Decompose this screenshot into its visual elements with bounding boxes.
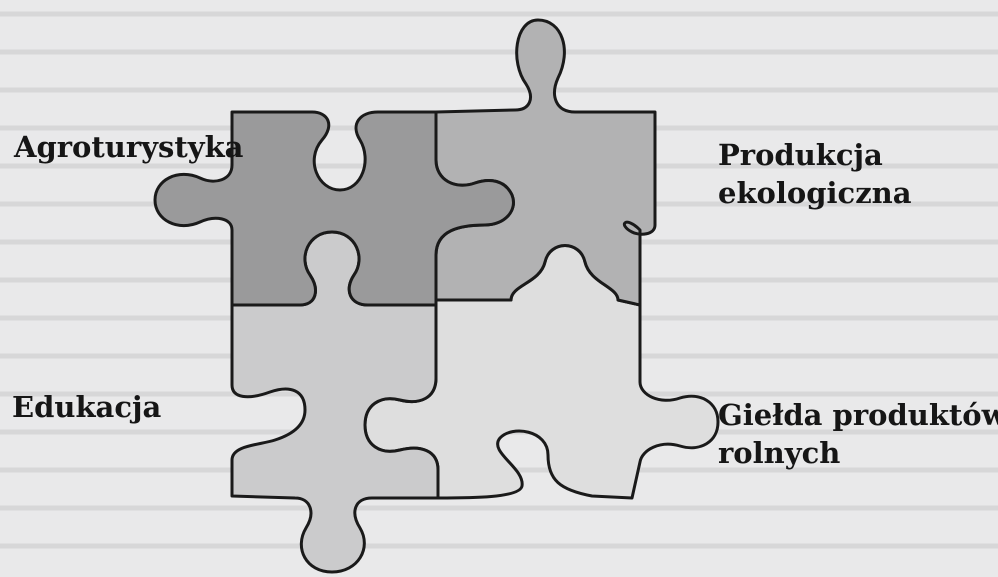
label-agroturystyka: Agroturystyka	[14, 128, 243, 166]
label-gielda-produktow-rolnych: Giełda produktów rolnych	[718, 396, 998, 472]
label-gielda-line-2: rolnych	[718, 436, 841, 470]
label-produkcja-ekologiczna: Produkcja ekologiczna	[718, 136, 912, 212]
label-produkcja-line-2: ekologiczna	[718, 176, 912, 210]
label-gielda-line-1: Giełda produktów	[718, 398, 998, 432]
label-agroturystyka-line: Agroturystyka	[14, 130, 244, 164]
label-produkcja-line-1: Produkcja	[718, 138, 883, 172]
label-edukacja-line: Edukacja	[12, 390, 162, 424]
label-edukacja: Edukacja	[12, 388, 161, 426]
puzzle-piece-produkcja	[434, 18, 657, 307]
puzzle-piece-agroturystyka	[153, 110, 515, 307]
